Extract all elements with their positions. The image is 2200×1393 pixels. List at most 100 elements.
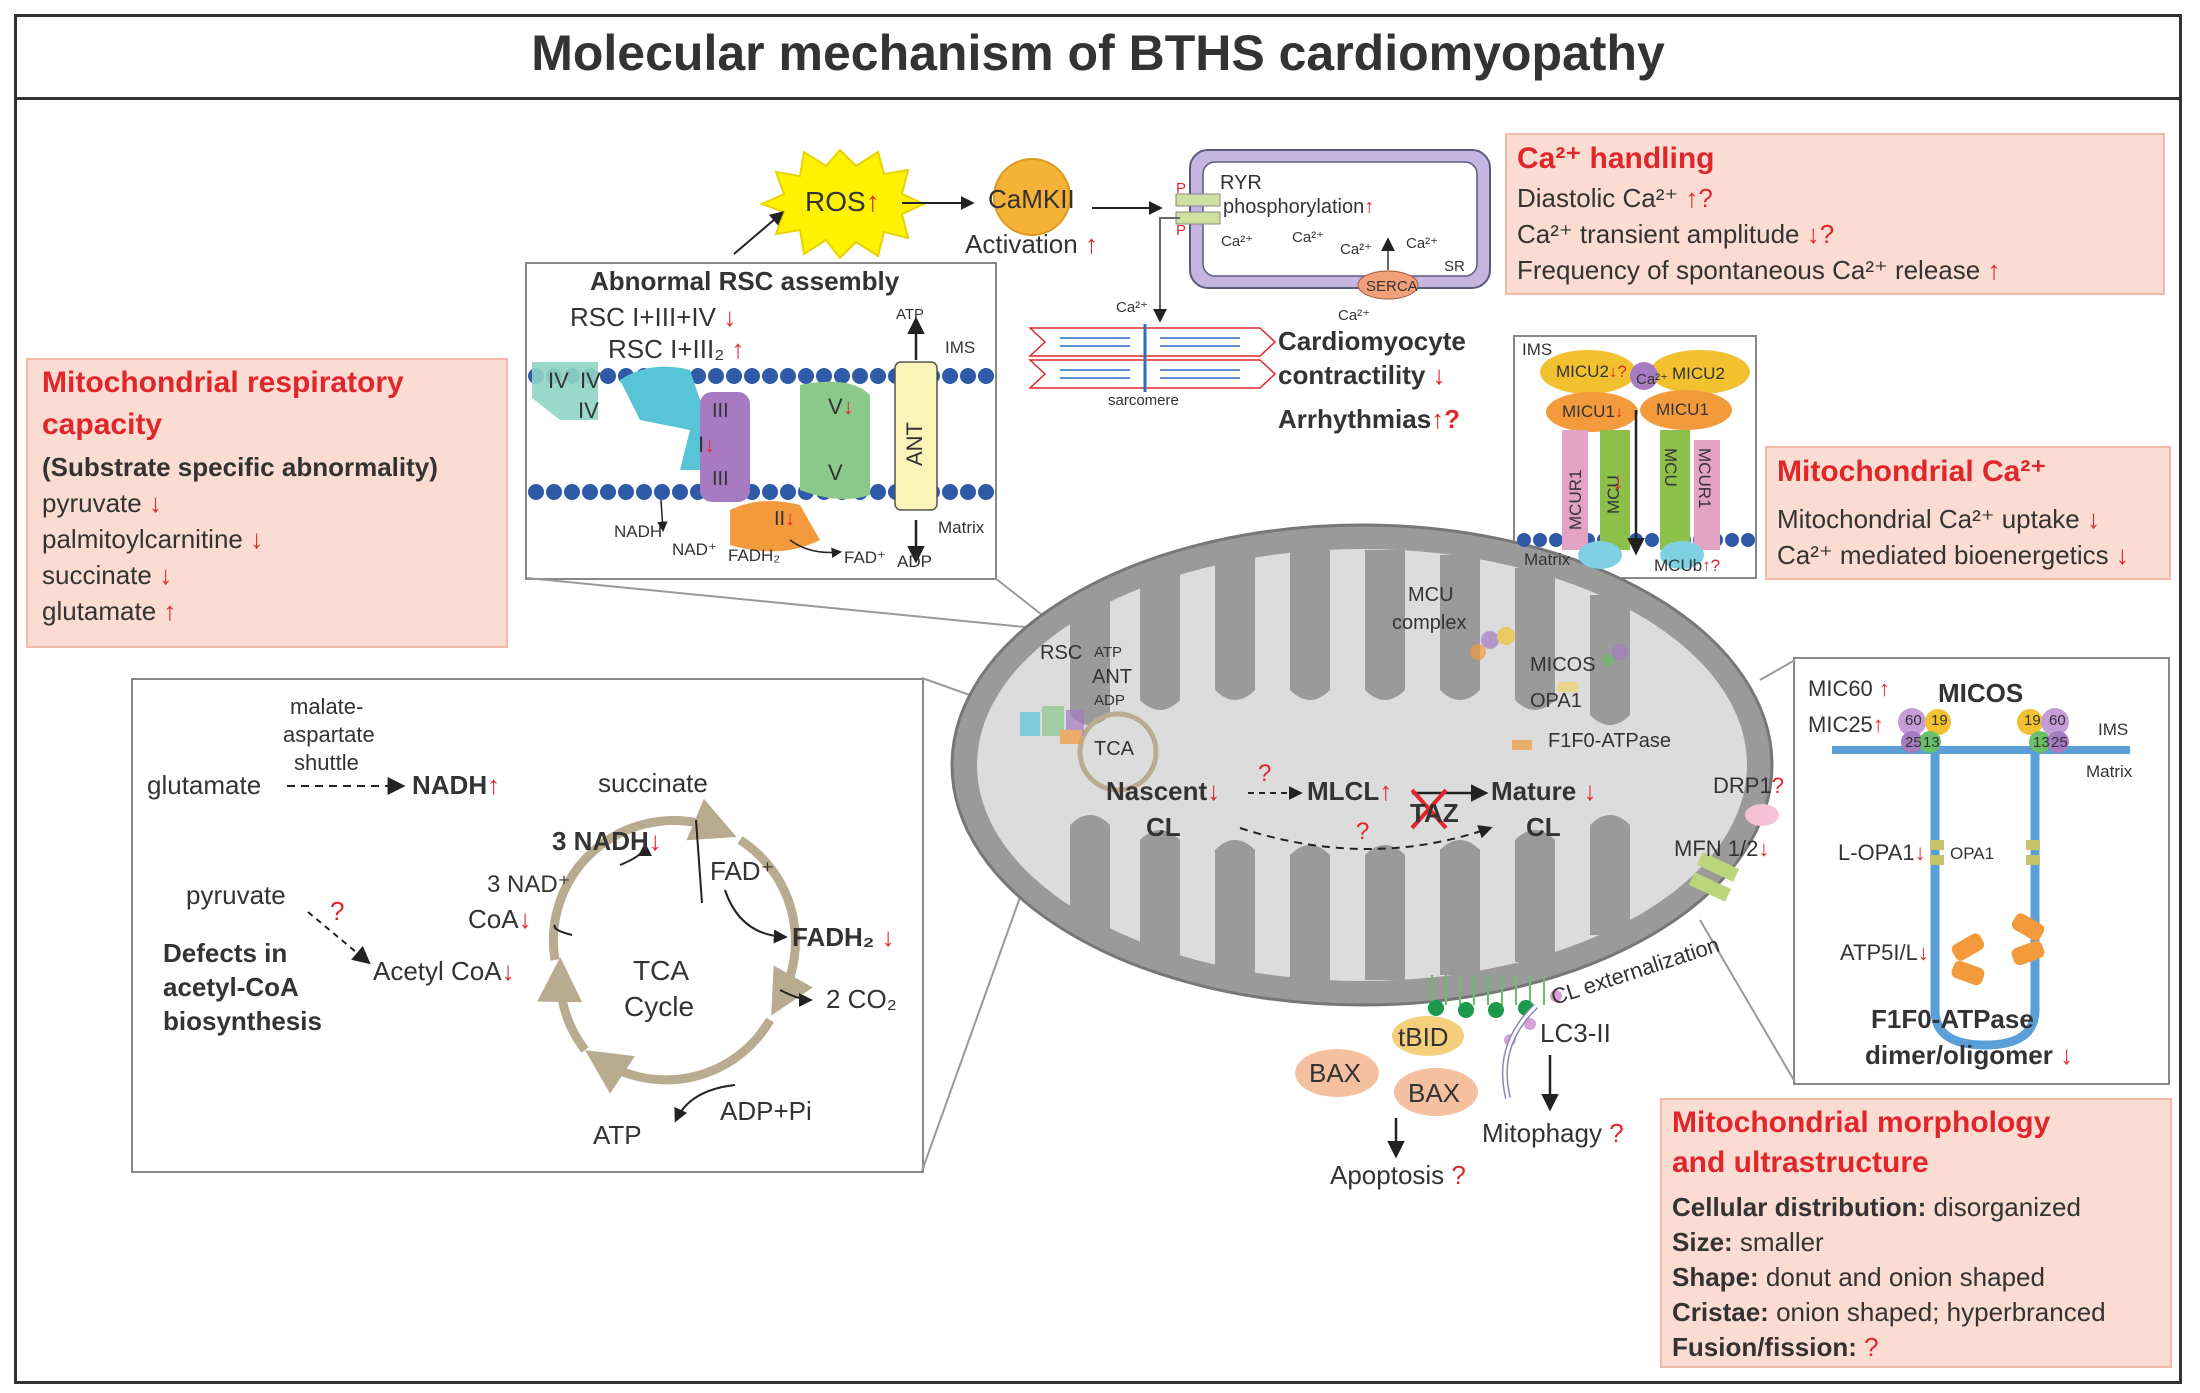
lipid-head: [1517, 533, 1531, 547]
lipid-head: [1549, 533, 1563, 547]
rsc-matrix-label: Matrix: [938, 518, 985, 537]
respiratory-capacity-box: Mitochondrial respiratory capacity (Subs…: [26, 358, 508, 648]
sr-label: SR: [1444, 258, 1465, 275]
ros-burst: [759, 148, 927, 260]
mito-micos-label: MICOS: [1530, 654, 1596, 676]
bax-shape: [1295, 1049, 1379, 1097]
lipid-head: [726, 368, 742, 384]
ca-handling-heading: Ca²⁺ handling: [1517, 142, 1715, 175]
rsc-fad-label: FAD⁺: [844, 548, 887, 567]
mcu-ims-label: IMS: [1522, 340, 1553, 359]
cl-question: ?: [1258, 760, 1272, 787]
defects-label: Defects in: [163, 938, 288, 968]
mito-ca-line: Mitochondrial Ca²⁺ uptake ↓: [1777, 504, 2100, 534]
sarcomere-label: sarcomere: [1108, 392, 1179, 409]
mito-ca-heading: Mitochondrial Ca²⁺: [1777, 455, 2047, 488]
lc3-label: LC3-II: [1540, 1018, 1611, 1048]
lipid-head: [942, 368, 958, 384]
bax-label: BAX: [1309, 1058, 1362, 1088]
apoptosis-label: Apoptosis ?: [1330, 1160, 1466, 1190]
nascent-cl-label: Nascent↓: [1106, 776, 1221, 806]
complex-ii-label: II↓: [774, 508, 796, 530]
tca-arrows: [287, 777, 813, 1123]
complex-iv-label: IV: [580, 368, 601, 393]
contractility-label-1: Cardiomyocyte: [1278, 326, 1466, 356]
resp-heading-1: Mitochondrial respiratory: [42, 366, 404, 399]
drp1-label: DRP1?: [1713, 773, 1784, 798]
resp-item: palmitoylcarnitine ↓: [42, 524, 264, 554]
mito-atp-label: ATP: [1094, 644, 1123, 661]
complex-v: [800, 381, 870, 499]
ca-label: Ca²⁺: [1338, 307, 1371, 324]
micu1-label: MICU1: [1656, 400, 1709, 419]
complex-iv: [532, 362, 598, 420]
three-nad-label: 3 NAD⁺: [487, 871, 571, 898]
lipid-head: [708, 368, 724, 384]
micos-n60: 60: [1905, 712, 1922, 729]
mlcl-label: MLCL↑: [1307, 776, 1393, 806]
lipid-head: [600, 368, 616, 384]
lipid-head: [960, 368, 976, 384]
pyruvate-label: pyruvate: [186, 880, 286, 910]
resp-item: succinate ↓: [42, 560, 173, 590]
lipid-head: [690, 368, 706, 384]
lipid-head: [672, 484, 688, 500]
complex-iv-label: IV: [578, 398, 599, 423]
mitophagy-label: Mitophagy ?: [1482, 1118, 1624, 1148]
morph-row: Shape: donut and onion shaped: [1672, 1262, 2045, 1292]
rsc-ant-label: ANT: [902, 422, 927, 466]
complex-v-label: V↓: [828, 394, 854, 419]
morph-heading-1: Mitochondrial morphology: [1672, 1106, 2051, 1139]
micos-n25: 25: [1905, 734, 1922, 751]
title-bar: Molecular mechanism of BTHS cardiomyopat…: [14, 14, 2182, 100]
ca-label: Ca²⁺: [1406, 235, 1439, 252]
resp-item: pyruvate ↓: [42, 488, 162, 518]
malate-label: shuttle: [294, 750, 359, 775]
apoptosis-drawing: [1295, 975, 1562, 1159]
resp-subheading: (Substrate specific abnormality): [42, 452, 438, 482]
micos-n19: 19: [1931, 712, 1948, 729]
lipid-head: [978, 484, 994, 500]
lipid-head: [528, 484, 544, 500]
micos-matrix-label: Matrix: [2086, 762, 2133, 781]
mito-ca-line: Ca²⁺ mediated bioenergetics ↓: [1777, 540, 2129, 570]
morph-heading-2: and ultrastructure: [1672, 1146, 1929, 1179]
lopa1-label: L-OPA1↓: [1838, 840, 1926, 865]
nadh-label: NADH↑: [412, 770, 501, 800]
lipid-head: [798, 368, 814, 384]
lipid-head: [636, 484, 652, 500]
mcu-complex-drawing: [1517, 350, 1755, 569]
morph-row: Fusion/fission: ?: [1672, 1332, 1879, 1362]
serca-pump: [1357, 270, 1419, 300]
micos-n60: 60: [2049, 712, 2066, 729]
mito-adp-label: ADP: [1094, 692, 1125, 709]
cycle-label: Cycle: [624, 991, 695, 1022]
ant-transporter: [894, 361, 938, 511]
lipid-head: [546, 484, 562, 500]
co2-label: 2 CO₂: [826, 984, 897, 1014]
mini-mcu-cluster: [1470, 627, 1628, 750]
camkii-node: [993, 158, 1071, 236]
serca-label: SERCA: [1366, 278, 1418, 295]
tbid-label: tBID: [1398, 1022, 1449, 1052]
rsc-line-1: RSC I+III+IV ↓: [570, 302, 737, 332]
rsc-line-2: RSC I+III₂ ↑: [608, 334, 745, 364]
rsc-membrane: [528, 316, 994, 564]
bax-label: BAX: [1408, 1078, 1461, 1108]
tca-cycle: [537, 798, 813, 1094]
cl-pathway-arrows: [1239, 784, 1493, 850]
fadh2-label: FADH₂ ↓: [792, 922, 895, 952]
acetyl-coa-label: Acetyl CoA↓: [373, 956, 515, 986]
complex-iii: [700, 392, 750, 502]
sr-compartment: [1153, 149, 1491, 323]
mcu-matrix-label: Matrix: [1524, 550, 1571, 569]
morph-row: Cristae: onion shaped; hyperbranced: [1672, 1297, 2106, 1327]
atp5-label: ATP5I/L↓: [1840, 940, 1929, 965]
arrhythmias-label: Arrhythmias↑?: [1278, 404, 1461, 434]
lipid-head: [762, 368, 778, 384]
outer-frame: [14, 14, 2182, 1384]
adppi-label: ADP+Pi: [720, 1096, 812, 1126]
micos-ims-label: IMS: [2098, 720, 2129, 739]
mito-opa1-label: OPA1: [1530, 690, 1582, 712]
